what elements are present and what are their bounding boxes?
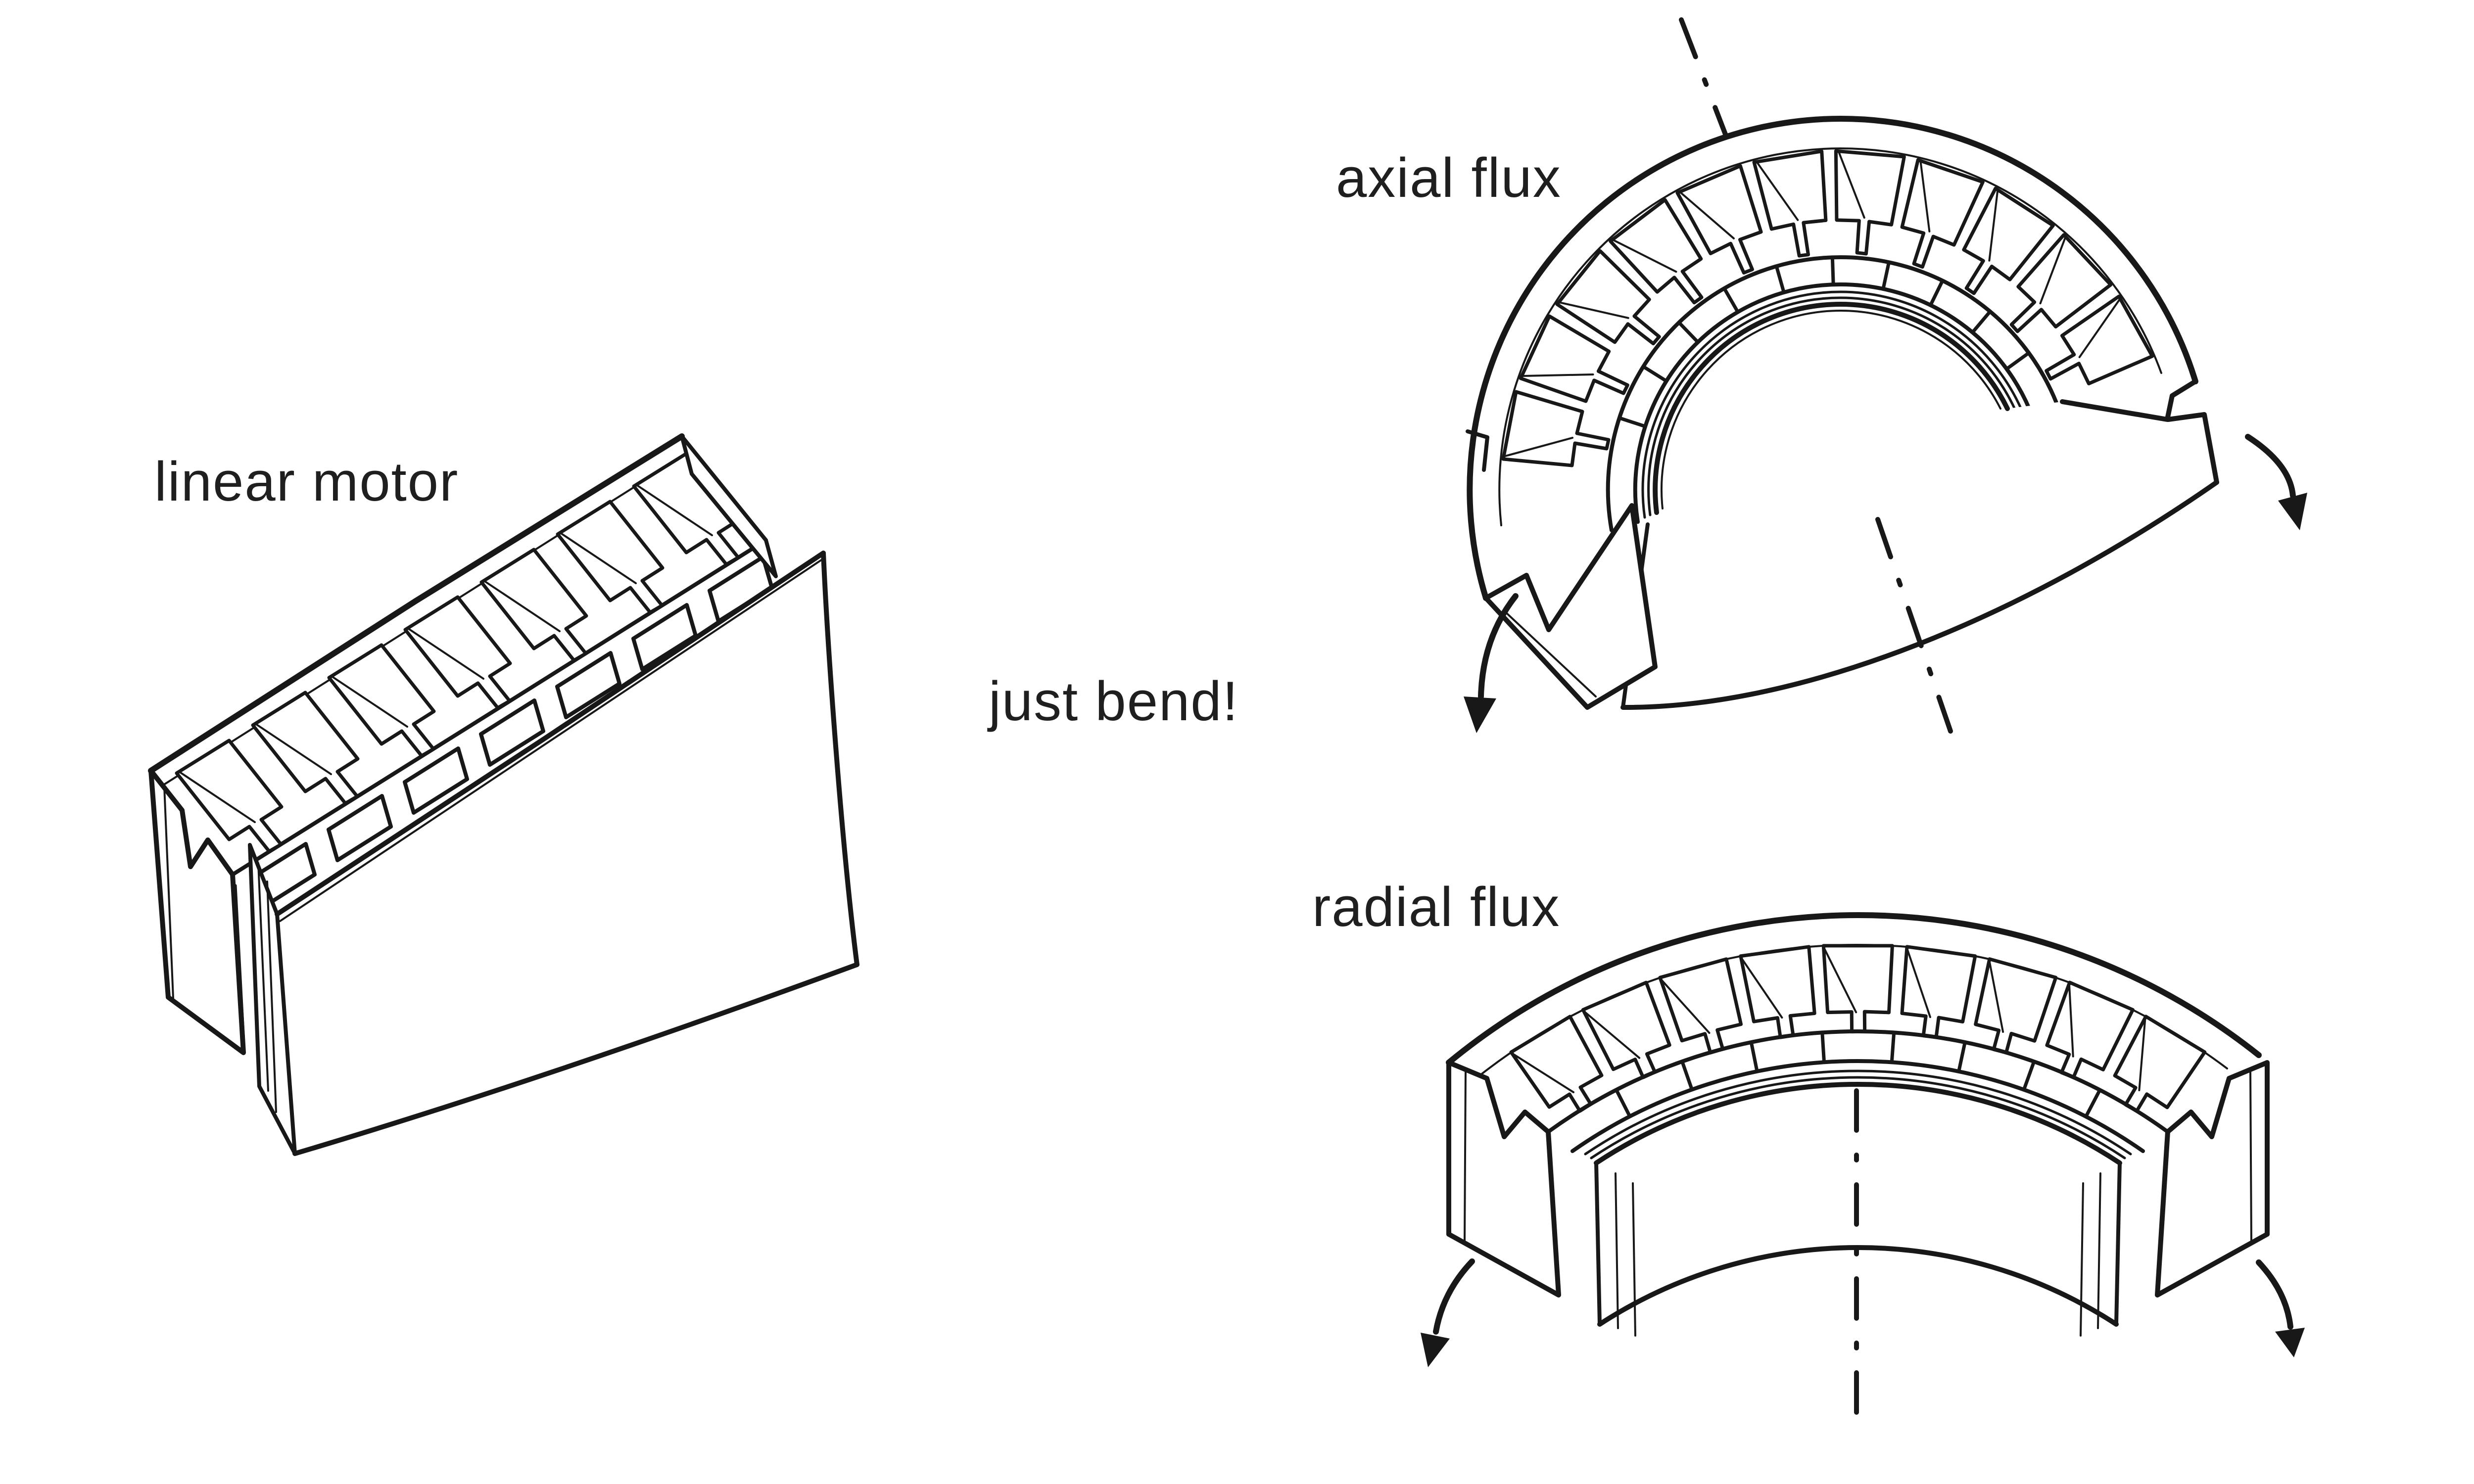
rotation-arrow-icon bbox=[2245, 434, 2307, 530]
stator-left-end-face bbox=[148, 768, 246, 1055]
rotation-arrow-icon bbox=[2256, 1259, 2305, 1357]
rotor-top-edge bbox=[275, 551, 826, 917]
rotor-rim-inner-line bbox=[1661, 309, 2001, 510]
rotor-lamination-line bbox=[1615, 1172, 1619, 1329]
air-gap-line bbox=[1641, 290, 2023, 519]
stator-outer-arc bbox=[1446, 912, 2262, 1066]
rotor-right-edge bbox=[2114, 1161, 2122, 1326]
rotor-rim-top-edge bbox=[1653, 302, 2010, 515]
stator-lamination-line bbox=[163, 786, 174, 999]
axial-flux-sketch bbox=[1464, 17, 2307, 734]
linear-motor-sketch bbox=[148, 433, 859, 1156]
outer-arc-step-notch bbox=[1466, 429, 1489, 472]
stator-left-end-face bbox=[1446, 1060, 1561, 1298]
rotor-right-edge bbox=[821, 551, 859, 967]
label-just-bend: just bend! bbox=[989, 670, 1239, 732]
stator-left-end-face bbox=[1483, 503, 1658, 710]
stator-back-ridge bbox=[148, 433, 685, 774]
stator-outer-arc bbox=[1467, 116, 2198, 601]
pole-shoe-band-top bbox=[1546, 1029, 2170, 1134]
rotor-plate-fill bbox=[250, 553, 857, 1154]
axial-rotation-axis-line bbox=[1875, 517, 1953, 734]
stator-lamination-line bbox=[1464, 1070, 1467, 1242]
rotor-top-edge-inner-line bbox=[279, 559, 822, 922]
rotor-lamination-line bbox=[266, 881, 277, 1113]
stator-right-end-face bbox=[2155, 1060, 2270, 1298]
stator-yoke-line bbox=[1498, 147, 2162, 526]
rotation-arrow-icon bbox=[1464, 593, 1519, 733]
rotor-top-edge bbox=[1594, 1081, 2122, 1165]
radial-flux-sketch bbox=[1421, 912, 2305, 1416]
air-gap-line bbox=[1584, 1069, 2132, 1156]
label-axial-flux: axial flux bbox=[1336, 147, 1562, 209]
stator-right-end-face bbox=[680, 434, 778, 578]
air-gap-line bbox=[1590, 1076, 2126, 1159]
stator-right-end-cap bbox=[2060, 379, 2198, 422]
stator-lamination-line bbox=[2249, 1070, 2252, 1242]
rotation-arrow-icon bbox=[1421, 1258, 1475, 1367]
label-radial-flux: radial flux bbox=[1312, 876, 1561, 938]
rotor-lamination-line bbox=[257, 862, 269, 1092]
stator-lamination-line bbox=[1503, 610, 1597, 697]
rotor-left-edge bbox=[1594, 1161, 1602, 1326]
rotor-lamination-line bbox=[2097, 1172, 2101, 1329]
rotor-left-end-face bbox=[248, 843, 297, 1156]
rotor-lamination-line bbox=[1632, 1182, 1636, 1337]
pole-shoe-band-top bbox=[1606, 255, 2058, 532]
rotor-left-edge bbox=[275, 912, 297, 1156]
label-linear-motor: linear motor bbox=[154, 451, 459, 512]
rotor-bottom-edge bbox=[292, 962, 859, 1156]
rotor-rim-bottom-edge bbox=[1620, 480, 2219, 710]
pole-shoe-band-bottom bbox=[1570, 1059, 2145, 1153]
rotor-rim-right-end bbox=[2166, 412, 2219, 485]
air-gap-line bbox=[1647, 296, 2017, 516]
rotor-lamination-line bbox=[2080, 1182, 2084, 1337]
